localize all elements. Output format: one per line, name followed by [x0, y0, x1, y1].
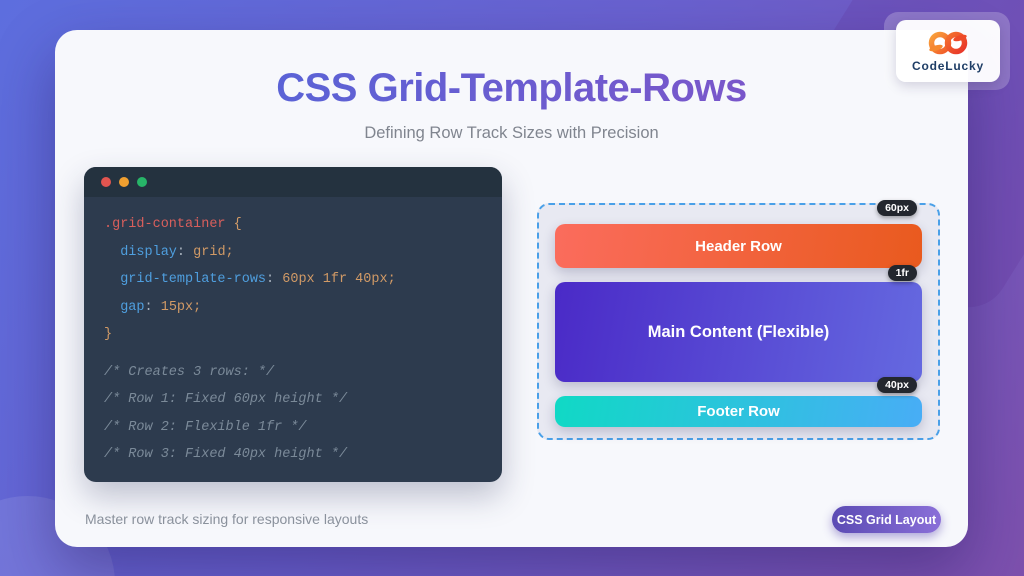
code-line: /* Row 3: Fixed 40px height */: [104, 447, 348, 462]
infinity-icon: [928, 31, 968, 55]
brand-logo: CodeLucky: [896, 20, 1000, 82]
demo-row-2: Footer Row: [555, 396, 922, 427]
code-line: display: grid;: [120, 244, 234, 260]
demo-row-1: Main Content (Flexible): [555, 282, 922, 382]
code-line: /* Row 2: Flexible 1fr */: [104, 419, 307, 435]
code-line: }: [104, 327, 113, 342]
code-line: /* Row 1: Fixed 60px height */: [104, 392, 348, 407]
size-badge-1fr: 1fr: [887, 265, 917, 281]
brand-name: CodeLucky: [912, 59, 984, 73]
code-editor-titlebar: [84, 167, 502, 197]
page-subtitle: Defining Row Track Sizes with Precision: [364, 124, 659, 142]
demo-row-0: Header Row: [555, 224, 922, 268]
close-dot-icon[interactable]: [101, 177, 111, 187]
minimize-dot-icon[interactable]: [119, 177, 129, 187]
maximize-dot-icon[interactable]: [137, 177, 147, 187]
demo-row-label: Main Content (Flexible): [647, 322, 830, 341]
demo-row-label: Footer Row: [697, 403, 780, 420]
size-badge-60px: 60px: [877, 200, 917, 216]
page-title: CSS Grid-Template-Rows: [55, 66, 968, 111]
code-line: /* Creates 3 rows: */: [104, 364, 275, 380]
footer-note: Master row track sizing for responsive l…: [85, 511, 369, 527]
main-card: CSS Grid-Template-Rows Defining Row Trac…: [55, 30, 968, 547]
size-badge-40px: 40px: [877, 377, 917, 393]
css-grid-layout-button[interactable]: CSS Grid Layout: [832, 506, 941, 533]
code-line: grid-template-rows: 60px 1fr 40px;: [120, 272, 396, 287]
code-line: [104, 349, 482, 359]
code-line: .grid-container {: [104, 217, 242, 232]
code-line: gap: 15px;: [120, 299, 202, 315]
code-content: .grid-container { display: grid; grid-te…: [84, 197, 502, 482]
code-editor-window: .grid-container { display: grid; grid-te…: [84, 167, 502, 482]
demo-row-label: Header Row: [695, 237, 782, 255]
